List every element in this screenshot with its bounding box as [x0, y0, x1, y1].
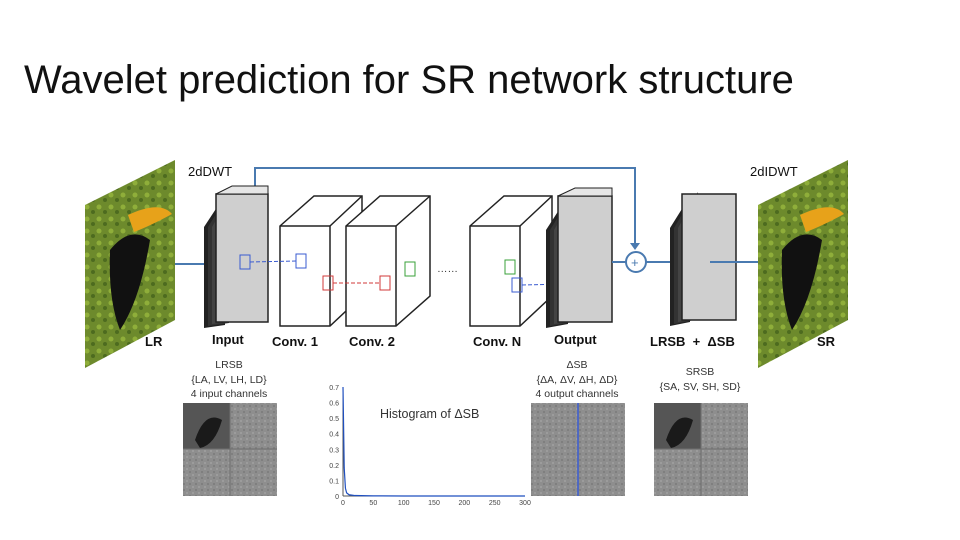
histogram-xtick-label: 50: [369, 500, 377, 507]
stage-label-conv2: Conv. 2: [349, 334, 395, 349]
slide-title: Wavelet prediction for SR network struct…: [24, 58, 794, 102]
lr-label: LR: [145, 334, 163, 349]
dsb-caption-line3: 4 output channels: [536, 388, 619, 400]
skip-connection-arrowhead: [630, 243, 640, 250]
stage-label-output: Output: [554, 332, 597, 347]
histogram-chart: Histogram of ΔSB 0 0.1 0.2 0.3 0.4 0.5 0.6 0.7 0…: [329, 385, 531, 507]
histogram-xtick-label: 150: [428, 500, 440, 507]
lrsb-caption-line3: 4 input channels: [191, 388, 267, 400]
histogram-ytick-label: 0.5: [329, 416, 339, 423]
lrsb-subbands-image: [183, 403, 277, 496]
histogram-xtick-label: 250: [489, 500, 501, 507]
output-block: [546, 187, 613, 328]
stage-label-convN: Conv. N: [473, 334, 521, 349]
dsb-subbands-image: [531, 403, 625, 496]
sr-label: SR: [817, 334, 836, 349]
input-block: [204, 185, 269, 328]
histogram-ytick-label: 0.2: [329, 463, 339, 470]
srsb-subbands-image: [654, 403, 748, 496]
dsb-caption-line1: ΔSB: [566, 359, 587, 371]
lrsb-caption-line2: {LA, LV, LH, LD}: [191, 374, 267, 386]
stage-label-input: Input: [212, 332, 244, 347]
merge-symbol: +: [631, 255, 639, 270]
histogram-xtick-label: 0: [341, 500, 345, 507]
srsb-block: [670, 192, 737, 326]
srsb-caption-line2: {SA, SV, SH, SD}: [660, 381, 741, 393]
sr-image: [758, 160, 848, 368]
conv2-block: [345, 195, 431, 327]
histogram-title: Histogram of ΔSB: [380, 407, 479, 421]
histogram-xtick-label: 200: [458, 500, 470, 507]
stage-label-conv1: Conv. 1: [272, 334, 318, 349]
histogram-ytick-label: 0.7: [329, 385, 339, 392]
skip-connection-line: [254, 167, 636, 248]
lrsb-caption-line1: LRSB: [215, 359, 242, 371]
histogram-xtick-label: 300: [519, 500, 531, 507]
histogram-ytick-label: 0.6: [329, 401, 339, 408]
ellipsis-text: ……: [437, 263, 458, 275]
histogram-xtick-label: 100: [398, 500, 410, 507]
kernel-markers: [239, 253, 576, 293]
idwt-label: 2dIDWT: [750, 164, 798, 179]
merge-label: LRSB + ΔSB: [650, 334, 735, 349]
histogram-ytick-label: 0.4: [329, 432, 339, 439]
histogram-ytick-label: 0: [335, 494, 339, 501]
srsb-caption-line1: SRSB: [686, 366, 715, 378]
dwt-label: 2dDWT: [188, 164, 232, 179]
histogram-ytick-label: 0.3: [329, 447, 339, 454]
histogram-series-line: [342, 386, 525, 497]
convN-block: [469, 195, 553, 327]
lr-image: [85, 160, 175, 368]
histogram-ytick-label: 0.1: [329, 478, 339, 485]
dsb-caption-line2: {ΔA, ΔV, ΔH, ΔD}: [537, 374, 618, 386]
